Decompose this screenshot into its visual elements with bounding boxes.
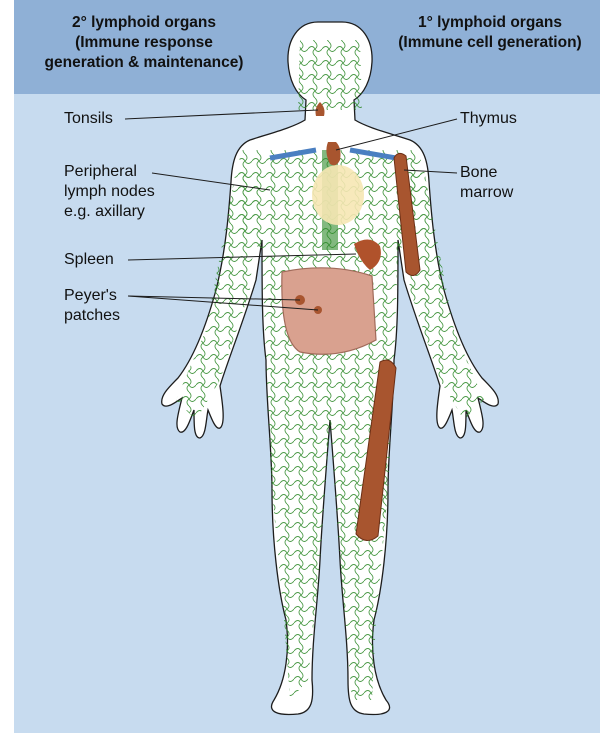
label-line: lymph nodes xyxy=(64,182,155,202)
label-bone-marrow: Bone marrow xyxy=(460,163,513,203)
label-line: Peyer's xyxy=(64,286,120,306)
intestines xyxy=(282,268,376,354)
label-tonsils: Tonsils xyxy=(64,109,113,129)
label-line: marrow xyxy=(460,183,513,203)
label-line: Peripheral xyxy=(64,162,155,182)
label-line: Bone xyxy=(460,163,513,183)
heart xyxy=(312,165,364,225)
label-line: patches xyxy=(64,306,120,326)
label-thymus: Thymus xyxy=(460,109,517,129)
label-peripheral-lymph-nodes: Peripheral lymph nodes e.g. axillary xyxy=(64,162,155,222)
label-spleen: Spleen xyxy=(64,250,114,270)
label-peyers-patches: Peyer's patches xyxy=(64,286,120,326)
label-line: e.g. axillary xyxy=(64,202,155,222)
